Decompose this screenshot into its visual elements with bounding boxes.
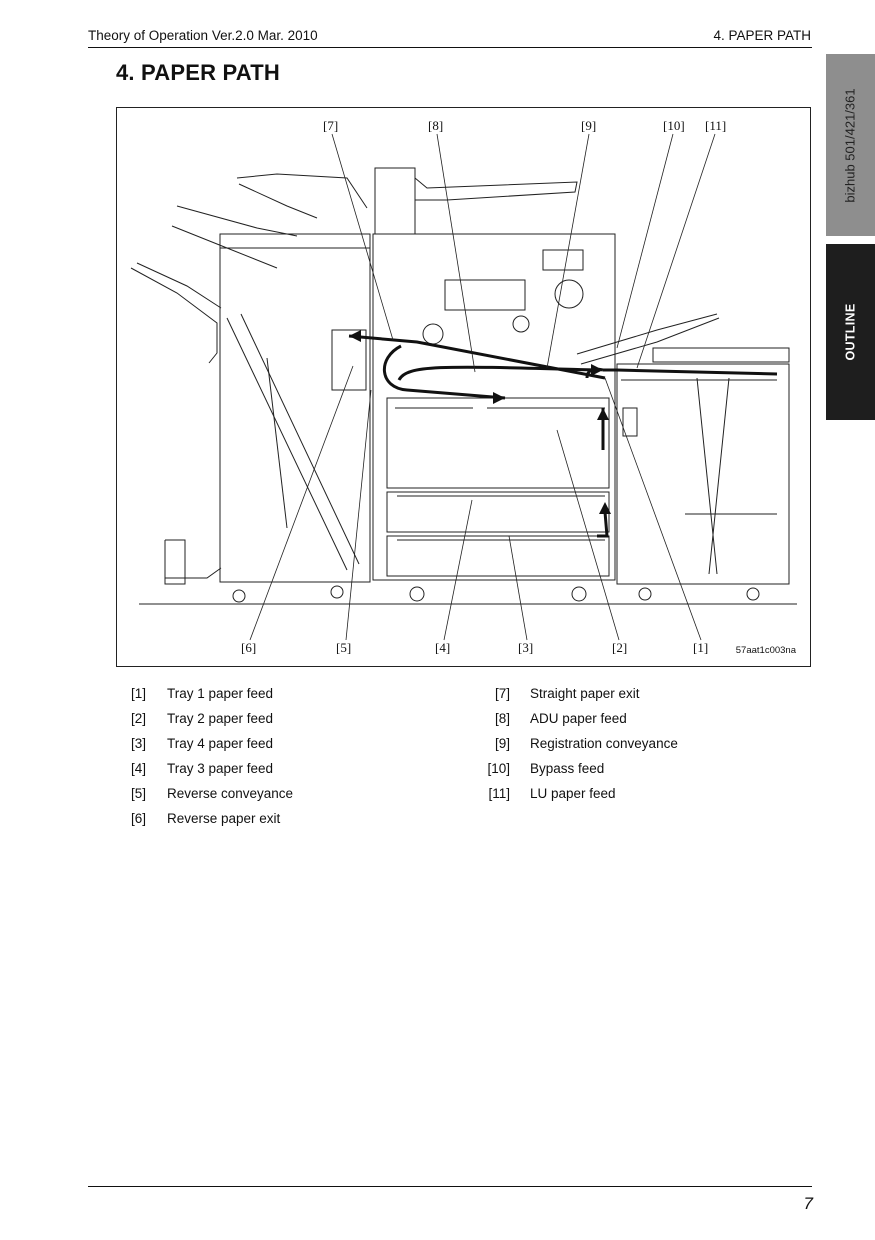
- side-tab-outline-label: OUTLINE: [843, 303, 858, 361]
- legend-label: ADU paper feed: [530, 711, 627, 726]
- callout-7: [7]: [323, 118, 339, 133]
- callout-2: [2]: [612, 640, 628, 655]
- legend-label: Straight paper exit: [530, 686, 640, 701]
- legend-label: LU paper feed: [530, 786, 616, 801]
- callout-4: [4]: [435, 640, 451, 655]
- legend-num: [9]: [494, 736, 510, 751]
- legend-num: [5]: [130, 786, 146, 801]
- legend-label: Registration conveyance: [530, 736, 678, 751]
- legend-num: [7]: [494, 686, 510, 701]
- footer-rule: [88, 1186, 812, 1187]
- legend-num: [3]: [130, 736, 146, 751]
- callout-8: [8]: [428, 118, 444, 133]
- side-tab-model-label: bizhub 501/421/361: [843, 87, 858, 203]
- callout-3: [3]: [518, 640, 534, 655]
- callout-9: [9]: [581, 118, 597, 133]
- legend-num: [8]: [494, 711, 510, 726]
- callout-11: [11]: [705, 118, 727, 133]
- legend-label: Tray 1 paper feed: [167, 686, 274, 701]
- header-doc-title: Theory of Operation Ver.2.0 Mar. 2010: [88, 28, 318, 43]
- legend-num: [6]: [130, 811, 146, 826]
- legend-label: Bypass feed: [530, 761, 605, 776]
- header-section-title: 4. PAPER PATH: [713, 28, 811, 43]
- machine-diagram: [130, 133, 797, 641]
- figure-code: 57aat1c003na: [735, 645, 796, 656]
- callout-1: [1]: [693, 640, 709, 655]
- page-number: 7: [803, 1194, 813, 1213]
- legend-num: [4]: [130, 761, 146, 776]
- legend-num: [10]: [487, 761, 510, 776]
- callout-10: [10]: [663, 118, 685, 133]
- legend-num: [11]: [488, 786, 510, 801]
- legend-label: Reverse conveyance: [167, 786, 294, 801]
- callout-6: [6]: [241, 640, 257, 655]
- side-tab-outline: OUTLINE: [826, 244, 875, 420]
- paper-path-figure: [7] [8] [9] [10] [11] [6] [5] [4] [3] [2…: [116, 107, 811, 667]
- callout-5: [5]: [336, 640, 352, 655]
- side-tab-model: bizhub 501/421/361: [826, 54, 875, 236]
- page-title: 4. PAPER PATH: [116, 60, 280, 85]
- legend-label: Tray 3 paper feed: [167, 761, 274, 776]
- legend-label: Tray 4 paper feed: [167, 736, 274, 751]
- legend-num: [2]: [130, 711, 146, 726]
- legend-label: Reverse paper exit: [167, 811, 281, 826]
- legend-num: [1]: [130, 686, 146, 701]
- legend-label: Tray 2 paper feed: [167, 711, 274, 726]
- header-rule: [88, 47, 812, 48]
